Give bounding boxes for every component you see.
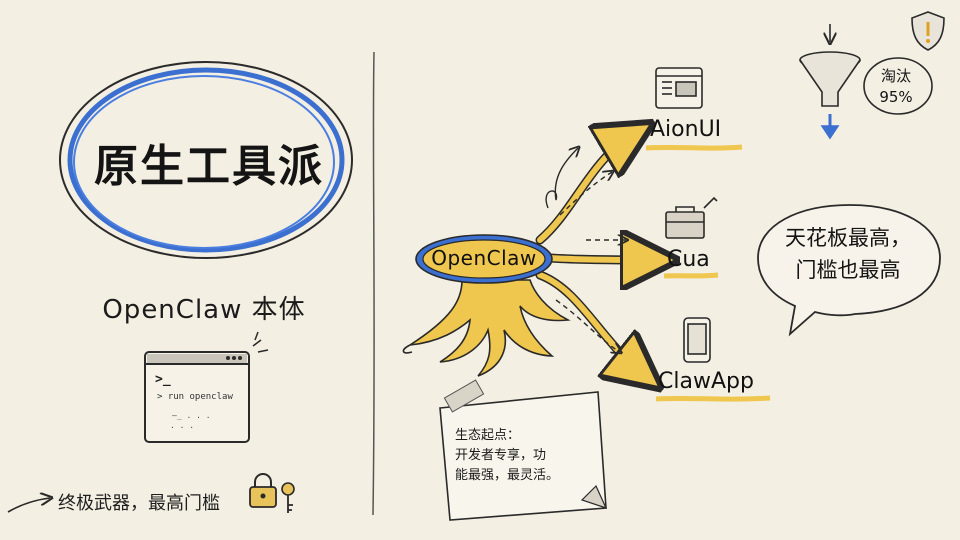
warning-shield-icon (911, 11, 945, 51)
funnel-line-1: 淘汰 (880, 67, 911, 85)
note-line-1: 生态起点： (455, 428, 521, 443)
lock-icon (249, 473, 277, 508)
underline-cua (663, 272, 719, 279)
funnel-line-2: 95% (879, 88, 913, 106)
title-ellipse (59, 61, 353, 259)
branch-clawapp (535, 270, 644, 375)
page-title: 原生工具派 (94, 141, 324, 192)
target-cua-label: Cua (667, 247, 710, 272)
stump-roots (402, 279, 571, 377)
underline-aionui (645, 144, 743, 151)
note-line-2: 开发者专享，功 (455, 448, 547, 463)
smartphone-icon (683, 317, 711, 363)
speech-bubble (757, 204, 941, 337)
branch-aionui (535, 134, 634, 245)
dashed-arrow-claw (555, 299, 620, 352)
target-clawapp-label: ClawApp (658, 369, 754, 394)
footer-caption: 终极武器，最高门槛 (58, 493, 220, 514)
speech-bubble-text: 天花板最高， 门槛也最高 (773, 222, 923, 286)
branch-cua (545, 258, 656, 260)
underline-clawapp (655, 395, 771, 402)
funnel-icon (799, 24, 933, 140)
subtitle: OpenClaw 本体 (102, 295, 306, 325)
openclaw-ellipse (415, 234, 553, 284)
bubble-line-2: 门槛也最高 (795, 258, 901, 282)
target-aionui-label: AionUI (650, 117, 722, 142)
terminal-prompt: >_ (155, 372, 171, 387)
footer-arrow (7, 498, 50, 513)
sketch-arrow-curl (545, 148, 578, 209)
key-icon (281, 482, 295, 513)
terminal-command: > run openclaw (157, 392, 233, 402)
sticky-note-text: 生态起点： 开发者专享，功 能最强，最灵活。 (455, 426, 595, 486)
funnel-label: 淘汰 95% (863, 66, 929, 108)
toolbox-icon (665, 196, 718, 239)
bubble-line-1: 天花板最高， (785, 226, 911, 250)
note-line-3: 能最强，最灵活。 (455, 468, 560, 483)
window-icon (655, 67, 703, 109)
sticky-note (439, 379, 608, 521)
panel-divider (372, 51, 375, 516)
svg-text:. . .: . . . (170, 421, 194, 430)
center-node-label: OpenClaw (431, 246, 537, 270)
terminal-window-icon: —_ . . . . . . (144, 331, 269, 443)
svg-text:—_ . . .: —_ . . . (172, 411, 211, 420)
